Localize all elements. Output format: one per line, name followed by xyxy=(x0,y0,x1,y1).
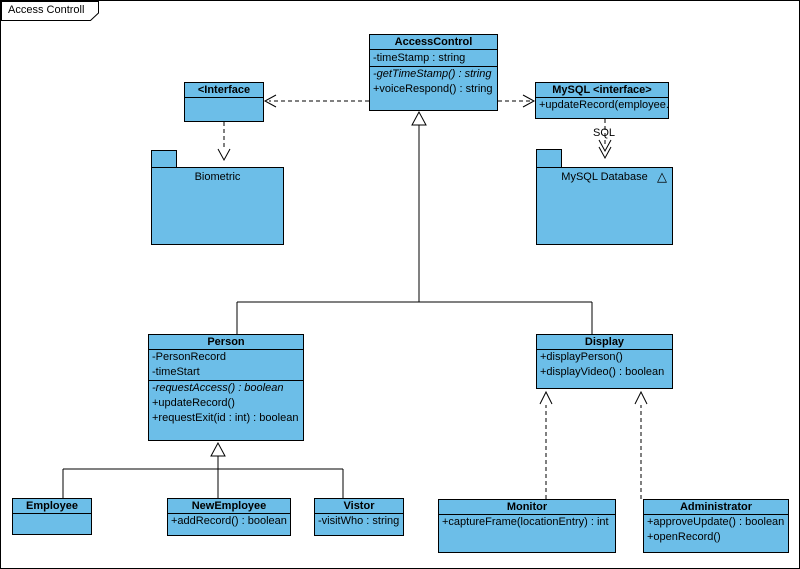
package-name: MySQL Database xyxy=(561,171,648,183)
class-title: Person xyxy=(149,335,303,350)
method: +addRecord() : boolean xyxy=(171,515,287,527)
method: +displayPerson() xyxy=(540,351,623,363)
package-name: Biometric xyxy=(194,171,241,183)
class-title: Display xyxy=(537,335,672,350)
class-title: Vistor xyxy=(315,499,403,514)
method: +requestExit(id : int) : boolean xyxy=(152,412,299,424)
up-triangle-icon: △ xyxy=(657,169,667,184)
realization-arrow-accesscontrol-to-mysql[interactable] xyxy=(498,94,536,108)
class-title: Employee xyxy=(13,499,91,514)
method: +updateRecord(employee... xyxy=(539,99,668,111)
realization-arrow-accesscontrol-to-interface[interactable] xyxy=(263,94,369,108)
method: -getTimeStamp() : string xyxy=(373,68,492,80)
attribute: -timeStart xyxy=(152,366,200,378)
method: +voiceRespond() : string xyxy=(373,83,493,95)
sql-stereotype-label: SQL xyxy=(592,127,615,139)
attribute: -PersonRecord xyxy=(152,351,226,363)
package-biometric[interactable]: Biometric xyxy=(151,167,284,245)
method: +captureFrame(locationEntry) : int xyxy=(442,516,609,528)
class-vistor[interactable]: Vistor -visitWho : string xyxy=(314,498,404,536)
class-employee[interactable]: Employee xyxy=(12,498,92,535)
class-interface[interactable]: <Interface xyxy=(184,82,264,122)
class-person[interactable]: Person -PersonRecord -timeStart -request… xyxy=(148,334,304,441)
method: +updateRecord() xyxy=(152,397,235,409)
class-title: <Interface xyxy=(185,83,263,98)
diagram-title: Access Controll xyxy=(8,4,85,16)
class-title: MySQL <interface> xyxy=(536,83,668,98)
method: +openRecord() xyxy=(647,531,721,543)
package-mysql-database-tab[interactable] xyxy=(536,149,562,168)
class-title: Monitor xyxy=(439,500,615,515)
class-administrator[interactable]: Administrator +approveUpdate() : boolean… xyxy=(643,499,789,553)
class-display[interactable]: Display +displayPerson() +displayVideo()… xyxy=(536,334,673,389)
method: +approveUpdate() : boolean xyxy=(647,516,785,528)
class-monitor[interactable]: Monitor +captureFrame(locationEntry) : i… xyxy=(438,499,616,553)
generalization-tree-to-person[interactable] xyxy=(62,441,344,498)
package-biometric-tab[interactable] xyxy=(151,150,177,168)
class-title: NewEmployee xyxy=(168,499,290,514)
package-mysql-database[interactable]: MySQL Database △ xyxy=(536,167,673,245)
attribute: -visitWho : string xyxy=(318,515,400,527)
realization-arrow-administrator-to-display[interactable] xyxy=(634,390,648,499)
class-new-employee[interactable]: NewEmployee +addRecord() : boolean xyxy=(167,498,291,536)
class-access-control[interactable]: AccessControl -timeStamp : string -getTi… xyxy=(369,34,498,111)
realization-arrow-interface-to-biometric[interactable] xyxy=(217,122,231,162)
class-title: Administrator xyxy=(644,500,788,515)
realization-arrow-monitor-to-display[interactable] xyxy=(539,390,553,499)
attribute: -timeStamp : string xyxy=(373,52,466,64)
method: -requestAccess() : boolean xyxy=(152,382,284,394)
class-mysql-interface[interactable]: MySQL <interface> +updateRecord(employee… xyxy=(535,82,669,119)
class-title: AccessControl xyxy=(370,35,497,50)
method: +displayVideo() : boolean xyxy=(540,366,665,378)
